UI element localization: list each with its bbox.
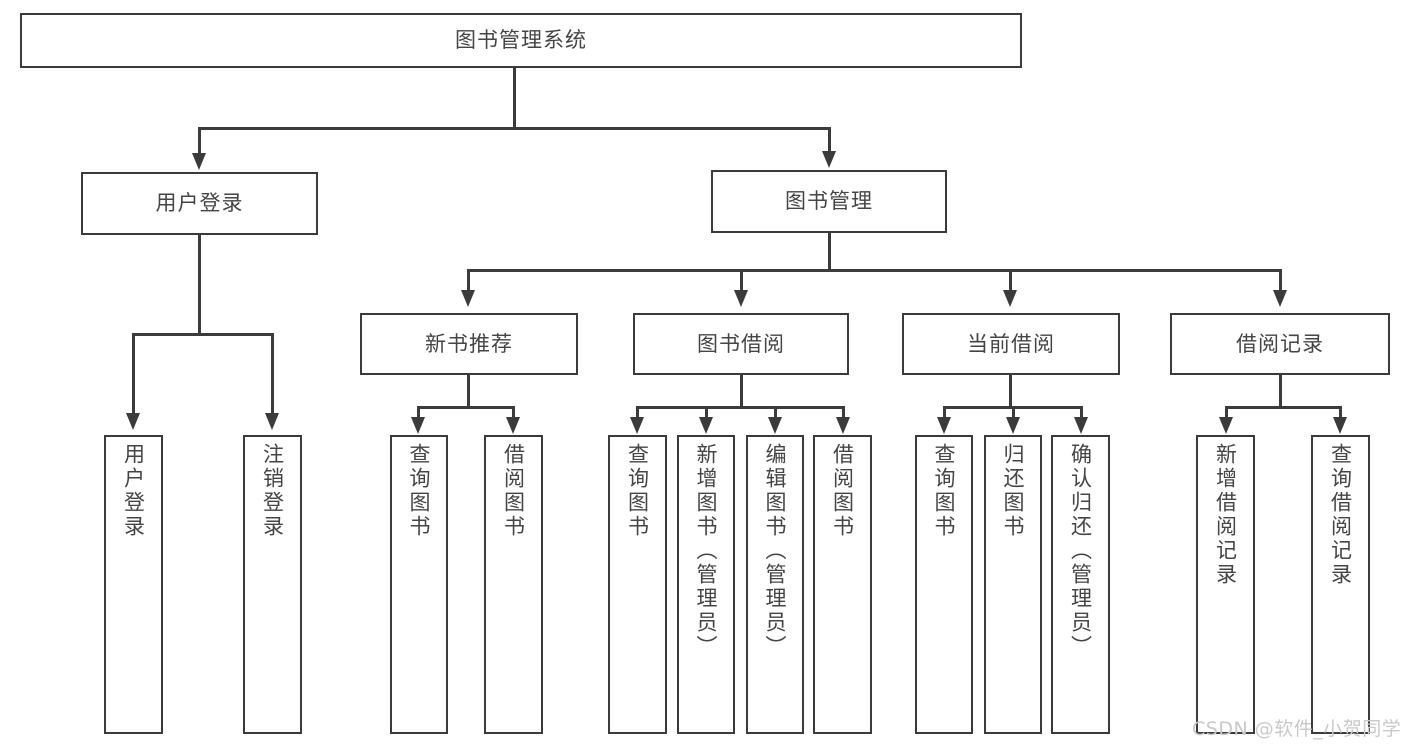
arrowhead-new-book-recommend (461, 290, 475, 307)
leaf-add-borrow-record[interactable]: 新增借阅记录 (1196, 435, 1255, 734)
arrowhead-nbr-leaf2 (506, 417, 520, 434)
leaf-add-book-admin[interactable]: 新增图书（管理员） (677, 435, 735, 734)
connector-cb-leaf1 (943, 406, 946, 420)
node-label: 借阅记录 (1236, 331, 1324, 356)
leaf-query-book-recommend[interactable]: 查询图书 (390, 435, 448, 734)
connector-book-borrow-bus (637, 406, 844, 409)
node-label: 图书借阅 (697, 331, 785, 356)
node-label: 图书管理 (785, 189, 873, 214)
connector-book-borrow-stem (740, 375, 743, 408)
connector-to-new-book-recommend (467, 269, 470, 292)
arrowhead-book-borrow (734, 290, 748, 307)
arrowhead-user-login (192, 153, 206, 170)
arrowhead-cb-leaf3 (1074, 417, 1088, 434)
leaf-query-borrow-record[interactable]: 查询借阅记录 (1311, 435, 1370, 734)
connector-level1-bus (199, 127, 831, 130)
leaf-edit-book-admin[interactable]: 编辑图书（管理员） (746, 435, 804, 734)
node-label: 查询图书 (625, 443, 650, 539)
connector-bb-leaf1 (636, 406, 639, 420)
node-label: 新书推荐 (425, 331, 513, 356)
connector-to-current-borrow (1009, 269, 1012, 292)
arrowhead-cb-leaf1 (937, 417, 951, 434)
arrowhead-bb-leaf4 (836, 417, 850, 434)
leaf-borrow-book-recommend[interactable]: 借阅图书 (484, 435, 543, 734)
connector-br-leaf2 (1339, 406, 1342, 420)
node-current-borrow[interactable]: 当前借阅 (902, 313, 1120, 375)
leaf-query-book-current[interactable]: 查询图书 (915, 435, 973, 734)
arrowhead-leaf-logout-login (265, 413, 279, 430)
node-new-book-recommend[interactable]: 新书推荐 (360, 313, 578, 375)
node-label: 新增图书（管理员） (694, 443, 719, 659)
connector-to-book-management (828, 127, 831, 155)
connector-user-login-leaf1 (132, 333, 135, 415)
node-label: 查询借阅记录 (1328, 443, 1353, 587)
connector-user-login-stem (198, 235, 201, 334)
node-label: 注销登录 (260, 443, 285, 539)
connector-bb-leaf3 (774, 406, 777, 420)
node-root-book-management-system[interactable]: 图书管理系统 (20, 13, 1022, 68)
node-label: 查询图书 (932, 443, 957, 539)
leaf-borrow-book[interactable]: 借阅图书 (813, 435, 872, 734)
connector-new-book-recommend-stem (467, 375, 470, 408)
connector-user-login-bus (133, 333, 273, 336)
node-label: 新增借阅记录 (1213, 443, 1238, 587)
node-borrow-record[interactable]: 借阅记录 (1170, 313, 1390, 375)
arrowhead-current-borrow (1003, 290, 1017, 307)
connector-borrow-record-bus (1226, 406, 1341, 409)
arrowhead-leaf-user-login (126, 413, 140, 430)
connector-new-book-recommend-bus (418, 406, 514, 409)
connector-root-stem (513, 68, 516, 129)
arrowhead-cb-leaf2 (1006, 417, 1020, 434)
connector-nbr-leaf2 (512, 406, 515, 420)
node-book-management[interactable]: 图书管理 (711, 170, 947, 233)
node-label: 用户登录 (121, 443, 146, 539)
node-label: 借阅图书 (501, 443, 526, 539)
leaf-logout-login[interactable]: 注销登录 (243, 435, 302, 734)
node-label: 图书管理系统 (455, 28, 587, 53)
leaf-user-login[interactable]: 用户登录 (104, 435, 163, 734)
arrowhead-book-management (822, 151, 836, 168)
node-label: 借阅图书 (830, 443, 855, 539)
connector-cb-leaf2 (1012, 406, 1015, 420)
node-user-login[interactable]: 用户登录 (81, 172, 318, 235)
connector-br-leaf1 (1225, 406, 1228, 420)
connector-user-login-leaf2 (271, 333, 274, 415)
connector-to-user-login (198, 127, 201, 157)
node-label: 归还图书 (1001, 443, 1026, 539)
connector-nbr-leaf1 (417, 406, 420, 420)
node-label: 查询图书 (407, 443, 432, 539)
arrowhead-bb-leaf1 (630, 417, 644, 434)
node-book-borrow[interactable]: 图书借阅 (633, 313, 849, 375)
connector-level2-bus (468, 269, 1281, 272)
connector-bb-leaf4 (842, 406, 845, 420)
connector-borrow-record-stem (1279, 375, 1282, 408)
connector-book-management-stem (828, 233, 831, 271)
arrowhead-br-leaf2 (1333, 417, 1347, 434)
arrowhead-br-leaf1 (1219, 417, 1233, 434)
leaf-confirm-return-admin[interactable]: 确认归还（管理员） (1051, 435, 1110, 734)
connector-bb-leaf2 (705, 406, 708, 420)
connector-to-book-borrow (740, 269, 743, 292)
node-label: 编辑图书（管理员） (763, 443, 788, 659)
connector-to-borrow-record (1279, 269, 1282, 292)
arrowhead-borrow-record (1273, 290, 1287, 307)
arrowhead-bb-leaf2 (699, 417, 713, 434)
arrowhead-nbr-leaf1 (411, 417, 425, 434)
node-label: 确认归还（管理员） (1068, 443, 1093, 659)
node-label: 用户登录 (155, 191, 244, 216)
leaf-return-book[interactable]: 归还图书 (984, 435, 1042, 734)
connector-cb-leaf3 (1080, 406, 1083, 420)
leaf-query-book-borrow[interactable]: 查询图书 (608, 435, 667, 734)
node-label: 当前借阅 (967, 331, 1055, 356)
connector-current-borrow-stem (1009, 375, 1012, 408)
arrowhead-bb-leaf3 (768, 417, 782, 434)
